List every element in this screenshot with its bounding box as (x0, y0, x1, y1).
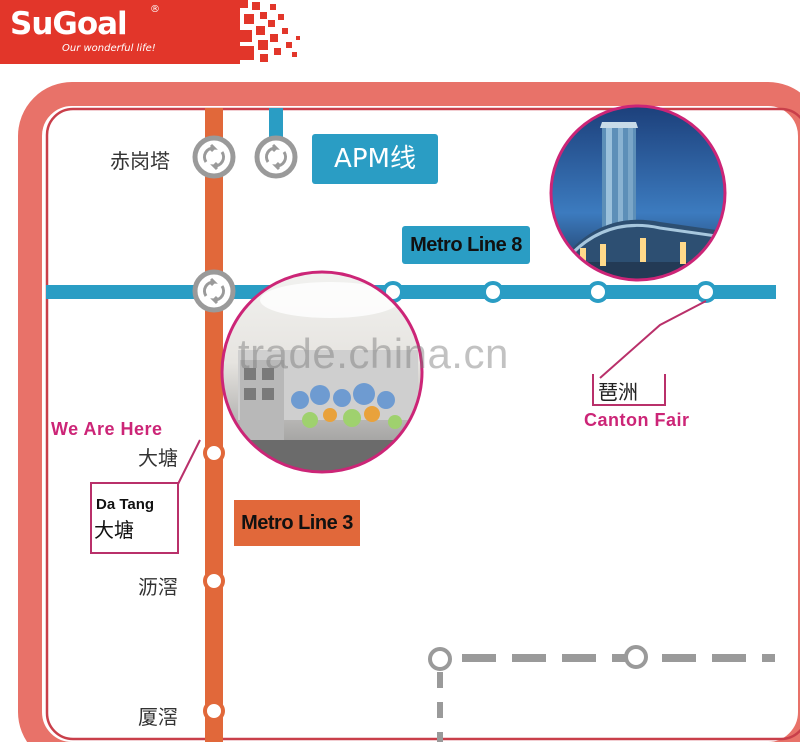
apm-line-label: APM线 (334, 144, 416, 174)
transfer-arrows-icon[interactable] (192, 269, 236, 313)
datang-box-cn: 大塘 (94, 518, 134, 542)
station-circle-icon[interactable] (624, 645, 648, 669)
canton-fair-label: Canton Fair (584, 410, 690, 430)
pixel-pattern-decoration (240, 0, 300, 62)
brand-name: SuGoal (10, 6, 128, 42)
brand-logo[interactable]: SuGoal ® Our wonderful life! (0, 0, 240, 64)
station-circle-icon[interactable] (203, 700, 225, 722)
line3-label: Metro Line 3 (241, 512, 353, 534)
brand-tagline: Our wonderful life! (62, 43, 156, 54)
map-inner-border (45, 107, 800, 741)
datang-highlight-box[interactable] (90, 482, 179, 554)
station-circle-icon[interactable] (428, 647, 452, 671)
transfer-arrows-icon[interactable] (192, 135, 236, 179)
canton-fair-pointer (599, 300, 707, 379)
we-are-here-label: We Are Here (51, 419, 163, 439)
line3-badge[interactable]: Metro Line 3 (234, 500, 360, 546)
station-circle-icon[interactable] (203, 442, 225, 464)
line8-track (46, 285, 776, 299)
pazhou-highlight-box[interactable] (592, 374, 666, 406)
showroom-store-photo (220, 270, 424, 474)
watermark: trade.china.cn (238, 330, 509, 377)
station-label-datang: 大塘 (138, 446, 178, 470)
station-circle-icon[interactable] (695, 281, 717, 303)
line8-label: Metro Line 8 (410, 234, 522, 256)
station-label-chigangta: 赤岗塔 (110, 149, 170, 173)
station-circle-icon[interactable] (482, 281, 504, 303)
we-are-here-pointer (177, 439, 201, 485)
line3-track (205, 108, 223, 742)
line8-badge[interactable]: Metro Line 8 (402, 226, 530, 264)
station-label-lijiao: 沥滘 (138, 575, 178, 599)
header: SuGoal ® Our wonderful life! (0, 0, 800, 64)
station-label-pazhou: 琶洲 (598, 380, 638, 404)
brand-registered-mark: ® (150, 4, 160, 15)
station-circle-icon[interactable] (587, 281, 609, 303)
transfer-arrows-icon[interactable] (254, 135, 298, 179)
datang-box-en: Da Tang (96, 496, 155, 513)
apm-line-badge[interactable]: APM线 (312, 134, 438, 184)
station-label-xiajiao: 厦滘 (138, 705, 178, 729)
station-circle-icon[interactable] (203, 570, 225, 592)
